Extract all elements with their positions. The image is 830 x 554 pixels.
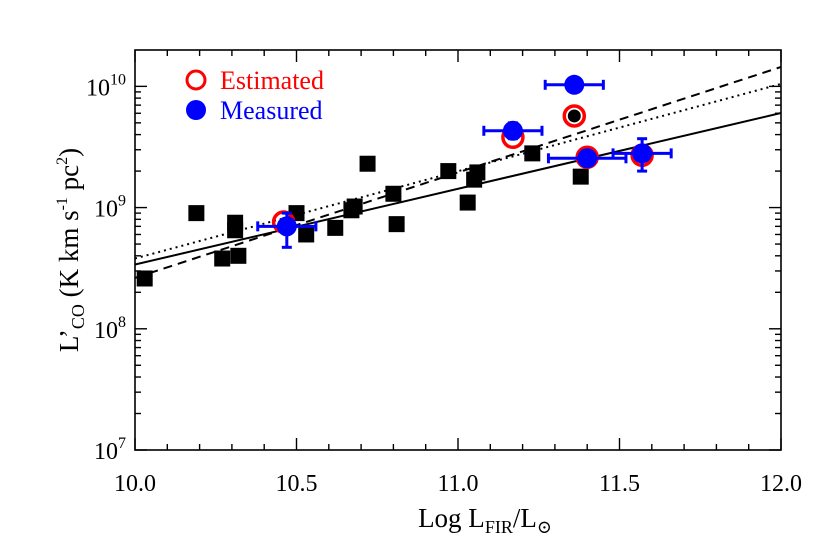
- data-point-square: [346, 198, 363, 215]
- x-axis-title-main: Log L: [418, 503, 485, 533]
- legend-estimated-marker: [185, 69, 207, 91]
- data-point-measured: [632, 143, 653, 164]
- x-axis-title: Log LFIR/L⊙: [418, 503, 552, 537]
- y-axis-title-end: ): [54, 148, 84, 157]
- y-axis-title: L’CO (K km s-1 pc2): [54, 148, 88, 352]
- data-point-square: [459, 194, 476, 211]
- x-axis-title-sub2: ⊙: [537, 517, 552, 537]
- legend-estimated-label: Estimated: [220, 66, 324, 95]
- data-point-square: [385, 185, 402, 202]
- data-point-measured-group: [256, 211, 318, 249]
- legend-measured-label: Measured: [220, 96, 323, 125]
- y-axis-title-sup2: 2: [54, 157, 71, 165]
- data-point-square: [524, 145, 541, 162]
- y-tick-label: 108: [94, 314, 126, 344]
- data-point-measured: [564, 74, 585, 95]
- y-tick-label: 1010: [86, 71, 126, 101]
- data-point-square: [440, 163, 457, 180]
- x-tick-labels: 10.0 10.5 11.0 11.5 12.0: [114, 471, 802, 497]
- legend-measured-marker: [186, 100, 206, 120]
- fit-line-dashed: [135, 66, 781, 279]
- data-point-measured: [502, 120, 523, 141]
- data-point-square: [359, 155, 376, 172]
- x-axis-title-mid: /L: [513, 503, 537, 533]
- x-tick-label: 12.0: [760, 471, 802, 497]
- y-axis-title-sup1: -1: [54, 197, 71, 210]
- y-tick-labels: 107 108 109 1010: [86, 71, 126, 465]
- data-point-measured-group: [482, 120, 544, 141]
- fit-lines: [135, 66, 781, 279]
- x-tick-label: 11.5: [599, 471, 640, 497]
- x-axis-title-sub: FIR: [485, 517, 513, 537]
- data-markers: [136, 74, 673, 287]
- x-tick-label: 10.0: [114, 471, 156, 497]
- data-point-square: [227, 222, 244, 239]
- data-point-square: [388, 216, 405, 233]
- data-point-square: [214, 250, 231, 267]
- axis-ticks: [134, 50, 782, 451]
- data-point-measured-group: [543, 74, 605, 95]
- data-point-square: [572, 168, 589, 185]
- data-point-measured: [276, 216, 297, 237]
- data-point-square: [230, 247, 247, 264]
- legend: Estimated Measured: [185, 66, 324, 125]
- y-axis-title-rest: (K km s: [54, 210, 84, 304]
- data-point-measured: [577, 148, 598, 169]
- y-tick-label: 109: [94, 193, 126, 223]
- y-axis-title-sub: CO: [68, 304, 88, 329]
- y-axis-title-main: L’: [54, 329, 84, 352]
- fit-line-solid: [135, 112, 781, 266]
- data-point-square: [469, 164, 486, 181]
- y-tick-label: 107: [94, 435, 126, 465]
- data-point-square: [327, 219, 344, 236]
- x-tick-label: 11.0: [437, 471, 478, 497]
- x-tick-label: 10.5: [276, 471, 318, 497]
- y-axis-title-mid: pc: [54, 165, 84, 197]
- data-point-estimated: [562, 104, 587, 128]
- data-point-square: [136, 270, 153, 287]
- data-point-measured-group: [611, 137, 673, 173]
- data-point-square: [188, 205, 205, 222]
- data-point-square: [298, 226, 315, 243]
- data-point-inner: [567, 109, 581, 123]
